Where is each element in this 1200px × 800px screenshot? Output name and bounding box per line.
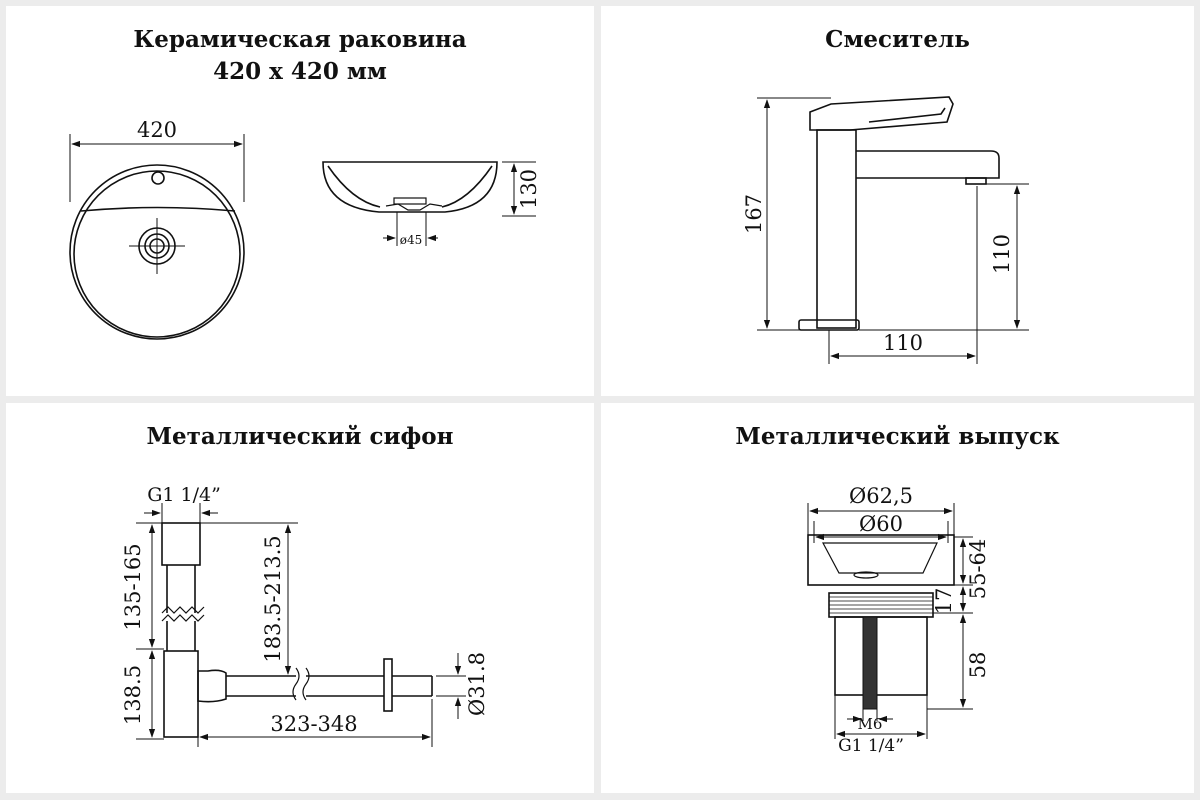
basin-title-line1: Керамическая раковина bbox=[133, 26, 467, 53]
mixer-outline bbox=[798, 96, 1000, 331]
siphon-title: Металлический сифон bbox=[146, 423, 454, 450]
panel-drain: Металлический выпуск bbox=[601, 403, 1194, 793]
basin-height-dimension bbox=[502, 161, 536, 217]
basin-width-label: 420 bbox=[137, 118, 177, 142]
siphon-mid-range-label: 183.5-213.5 bbox=[261, 535, 285, 662]
panel-mixer: Смеситель 167 bbox=[601, 6, 1194, 396]
mixer-height-dimension bbox=[757, 97, 831, 331]
mixer-spout-height-label: 110 bbox=[990, 234, 1014, 274]
basin-drawing: 420 130 ø45 bbox=[69, 118, 541, 340]
drain-bolt-label: M6 bbox=[858, 715, 883, 733]
siphon-thread-dimension bbox=[144, 503, 218, 525]
basin-width-dimension bbox=[69, 134, 245, 202]
siphon-top-range-label: 135-165 bbox=[121, 543, 145, 630]
siphon-thread-label: G1 1/4” bbox=[147, 484, 221, 506]
mixer-reach-dimension bbox=[828, 186, 978, 364]
mixer-height-label: 167 bbox=[742, 194, 766, 234]
basin-drain-dimension bbox=[383, 212, 438, 246]
drain-bottom-dimensions bbox=[834, 695, 928, 739]
siphon-pipe-dia-label: Ø31.8 bbox=[465, 652, 489, 716]
drain-top-dimensions bbox=[807, 503, 955, 543]
siphon-left-dimensions bbox=[136, 522, 164, 740]
drain-flange-label: 17 bbox=[932, 588, 956, 615]
basin-side-view bbox=[322, 161, 498, 213]
drain-title: Металлический выпуск bbox=[735, 423, 1060, 450]
basin-drain-label: ø45 bbox=[400, 233, 423, 247]
drain-height-range-label: 55-64 bbox=[966, 539, 990, 600]
siphon-pipe-dimension bbox=[436, 653, 466, 719]
basin-title-line2: 420 х 420 мм bbox=[213, 58, 387, 85]
basin-top-view bbox=[69, 164, 245, 340]
drain-body-label: 58 bbox=[966, 652, 990, 679]
basin-height-label: 130 bbox=[517, 169, 541, 209]
drain-outer-dia-label: Ø62,5 bbox=[849, 484, 913, 508]
siphon-outline bbox=[161, 522, 433, 738]
drain-drawing: Ø62,5 Ø60 55-64 17 58 M6 G1 1/4” bbox=[807, 484, 990, 756]
drain-inner-dia-label: Ø60 bbox=[859, 512, 903, 536]
basin-title: Керамическая раковина 420 х 420 мм bbox=[6, 24, 594, 88]
mixer-reach-label: 110 bbox=[883, 331, 923, 355]
panel-ceramic-basin: Керамическая раковина 420 х 420 мм bbox=[6, 6, 594, 396]
mixer-drawing: 167 110 110 bbox=[742, 96, 1029, 364]
siphon-drawing: G1 1/4” 135-165 138.5 183.5-213.5 323-34… bbox=[121, 484, 489, 747]
drain-bolt bbox=[862, 616, 878, 710]
faucet-hole bbox=[151, 171, 165, 185]
panel-siphon: Металлический сифон bbox=[6, 403, 594, 793]
siphon-mid-dimension bbox=[200, 522, 298, 675]
mixer-spout-height-dimension bbox=[859, 183, 1029, 331]
siphon-length-label: 323-348 bbox=[270, 712, 357, 736]
siphon-length-dimension bbox=[197, 699, 433, 747]
drain-right-dimensions bbox=[927, 536, 973, 710]
siphon-bottom-label: 138.5 bbox=[121, 665, 145, 725]
mixer-title: Смеситель bbox=[825, 26, 970, 53]
drain-thread-label: G1 1/4” bbox=[838, 736, 904, 756]
drain-hole bbox=[129, 218, 185, 274]
